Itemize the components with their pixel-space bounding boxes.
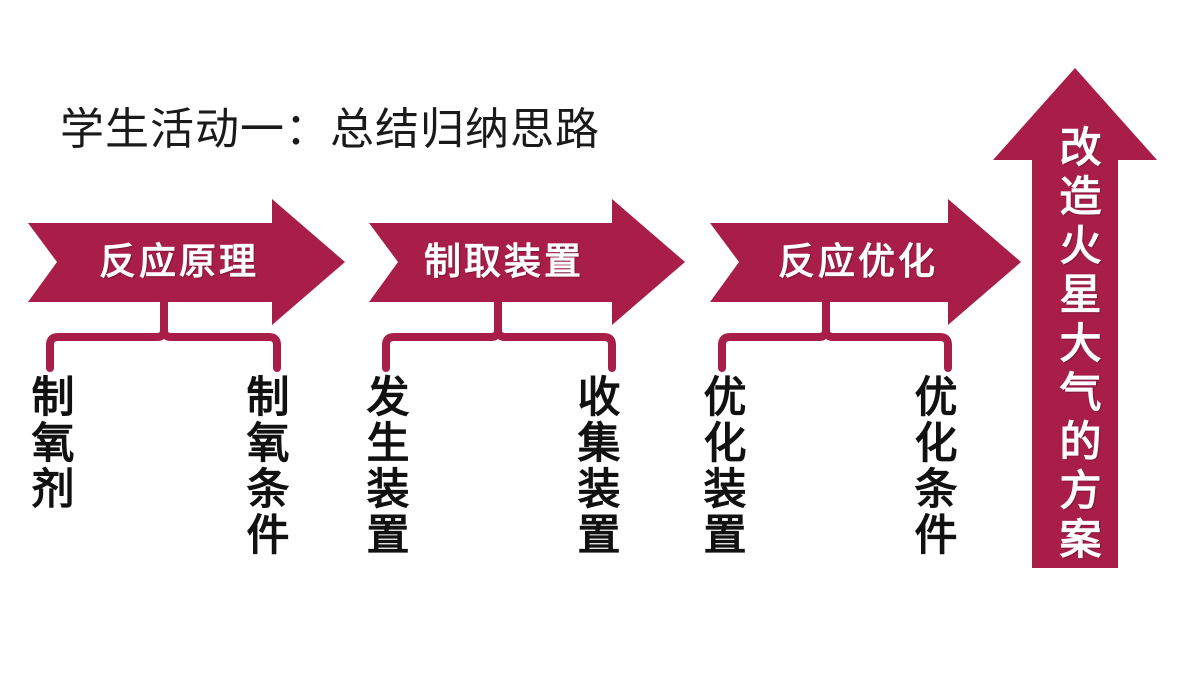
chevron-arrow-stage-3[interactable]: [710, 199, 1021, 325]
vertical-arrow-outcome[interactable]: [993, 68, 1157, 568]
arrow-caption-stage-2: 制取装置: [424, 242, 584, 283]
branch-label-oxygen-agent: 制氧剂: [25, 374, 72, 512]
branch-label-oxygen-conditions: 制氧条件: [240, 374, 287, 558]
branch-label-optimize-apparatus: 优化装置: [697, 374, 744, 558]
vertical-arrow-caption: 改造火星大气的方案: [1053, 125, 1099, 566]
page-title: 学生活动一：总结归纳思路: [60, 105, 600, 154]
bracket-stage-3: [718, 298, 952, 372]
branch-label-generation-apparatus: 发生装置: [360, 374, 407, 558]
chevron-arrow-stage-2[interactable]: [369, 199, 685, 325]
arrow-caption-stage-1: 反应原理: [99, 242, 259, 283]
chevron-arrow-stage-1[interactable]: [28, 199, 345, 325]
branch-label-optimize-conditions: 优化条件: [908, 374, 955, 558]
bracket-stage-1: [46, 298, 281, 372]
branch-label-collection-apparatus: 收集装置: [571, 374, 618, 558]
bracket-stage-2: [382, 298, 616, 372]
arrow-caption-stage-3: 反应优化: [778, 242, 938, 283]
